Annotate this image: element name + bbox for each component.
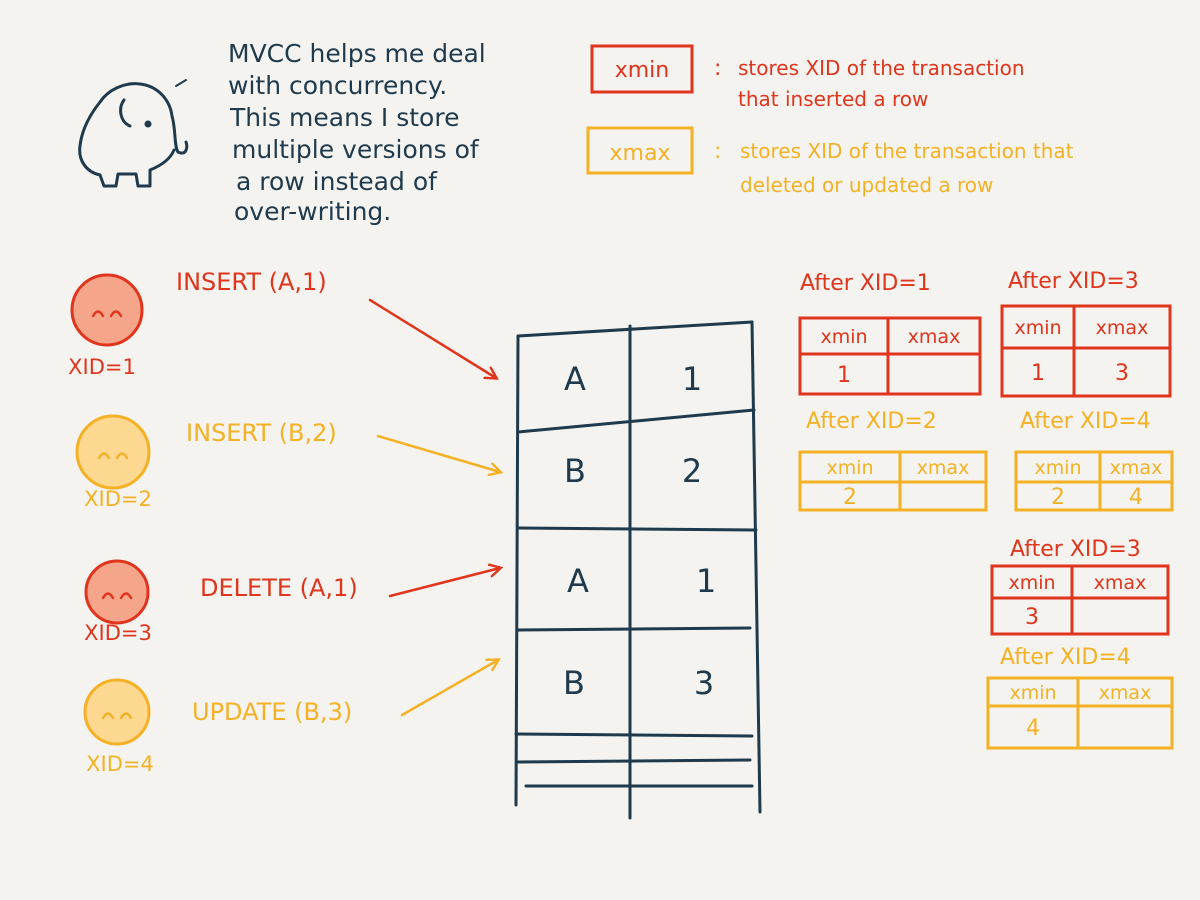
row-version-table: [514, 320, 762, 820]
row-divider-3: [516, 626, 752, 632]
row-divider-4: [514, 732, 754, 738]
snapshot-xmin-header: xmin: [1014, 317, 1061, 339]
operation-label: INSERT (B,2): [186, 419, 337, 447]
cell-col1: B: [563, 664, 585, 702]
snapshot-xmax-header: xmax: [1110, 457, 1163, 479]
snapshot-5: After XID=3 xmin xmax 3: [990, 537, 1170, 636]
cell-col2: 3: [694, 664, 714, 702]
note-line: over-writing.: [234, 197, 391, 226]
snapshot-title: After XID=2: [806, 409, 937, 434]
operation-label: DELETE (A,1): [200, 574, 358, 602]
cell-col2: 1: [682, 360, 702, 398]
face-icon: [84, 559, 150, 625]
snapshot-xmin-value: 2: [843, 485, 857, 510]
elephant-note: MVCC helps me deal with concurrency. This …: [228, 39, 486, 226]
snapshot-title: After XID=1: [800, 271, 931, 296]
snapshot-xmax-header: xmax: [1096, 317, 1149, 339]
snapshot-border: [986, 676, 1174, 750]
face-icon: [83, 678, 151, 746]
transaction-2: XID=2 INSERT (B,2): [75, 414, 337, 511]
cell-col1: A: [567, 562, 589, 600]
snapshot-xmax-value: 3: [1115, 361, 1129, 386]
snapshot-xmax-value: 4: [1129, 485, 1143, 510]
snapshot-border: [798, 316, 982, 396]
operation-label: UPDATE (B,3): [192, 698, 352, 726]
legend-xmin-colon: :: [714, 56, 721, 81]
snapshot-border: [990, 564, 1170, 636]
snapshot-title: After XID=3: [1008, 269, 1139, 294]
arrow-insert-a1: [368, 298, 496, 378]
xid-label: XID=2: [84, 487, 152, 511]
snapshot-xmax-header: xmax: [917, 457, 970, 479]
note-line: a row instead of: [236, 167, 438, 196]
table-top-border: [516, 320, 754, 338]
transaction-4: XID=4 UPDATE (B,3): [83, 678, 352, 776]
xid-label: XID=4: [86, 752, 154, 776]
operation-label: INSERT (A,1): [176, 268, 327, 296]
legend-xmin-box: [590, 44, 694, 94]
operation-arrows: [368, 298, 500, 717]
table-right-border: [750, 320, 762, 814]
snapshot-xmax-header: xmax: [1094, 572, 1147, 594]
cell-col1: B: [564, 452, 586, 490]
legend-xmax-desc-line2: deleted or updated a row: [740, 173, 993, 197]
row-divider-5: [516, 758, 752, 764]
arrow-insert-b2: [376, 434, 500, 472]
note-line: MVCC helps me deal: [228, 39, 486, 68]
snapshot-6: After XID=4 xmin xmax 4: [986, 645, 1174, 750]
legend-xmin-desc-line2: that inserted a row: [738, 87, 928, 111]
snapshot-xmin-header: xmin: [1034, 457, 1081, 479]
note-line: multiple versions of: [232, 135, 480, 164]
legend-xmax-box: [586, 126, 694, 175]
snapshot-xmin-value: 2: [1051, 485, 1065, 510]
cell-col2: 2: [682, 452, 702, 490]
snapshot-title: After XID=4: [1000, 645, 1131, 670]
legend-xmax-label: xmax: [610, 141, 671, 166]
transaction-3: XID=3 DELETE (A,1): [84, 559, 358, 645]
snapshot-xmin-header: xmin: [820, 326, 867, 348]
cell-col1: A: [564, 360, 586, 398]
legend-xmax: xmax : stores XID of the transaction tha…: [586, 126, 1074, 197]
legend-xmax-desc-line1: stores XID of the transaction that: [740, 139, 1074, 163]
arrow-delete-a1: [388, 568, 500, 598]
snapshot-xmin-value: 4: [1026, 716, 1040, 741]
cell-col2: 1: [696, 562, 716, 600]
snapshot-xmin-value: 1: [837, 363, 851, 388]
elephant-icon: [78, 82, 189, 188]
note-line: with concurrency.: [228, 71, 447, 100]
speech-tick: [175, 79, 187, 87]
face-icon: [75, 414, 151, 490]
legend-xmin-label: xmin: [615, 58, 670, 83]
legend-xmin: xmin : stores XID of the transaction tha…: [590, 44, 1025, 111]
snapshot-1: After XID=1 xmin xmax 1: [798, 271, 982, 396]
row-divider-1: [516, 408, 756, 434]
legend-xmin-desc-line1: stores XID of the transaction: [738, 56, 1025, 80]
snapshot-xmax-header: xmax: [1099, 682, 1152, 704]
face-icon: [70, 273, 144, 347]
transaction-list: XID=1 INSERT (A,1) XID=2 INSERT (B,2) XID=3 D…: [68, 268, 358, 776]
row-divider-2: [516, 526, 758, 532]
snapshot-4: After XID=4 xmin xmax 2 4: [1014, 409, 1174, 512]
snapshot-title: After XID=4: [1020, 409, 1151, 434]
table-left-border: [514, 334, 520, 807]
arrow-update-b3: [400, 660, 498, 717]
xid-label: XID=1: [68, 355, 136, 379]
snapshot-xmin-value: 3: [1025, 605, 1039, 630]
note-line: This means I store: [229, 103, 459, 132]
legend-xmax-colon: :: [714, 139, 721, 164]
snapshot-xmin-header: xmin: [1008, 572, 1055, 594]
snapshot-border: [1000, 304, 1172, 398]
transaction-1: XID=1 INSERT (A,1): [68, 268, 327, 379]
snapshot-title: After XID=3: [1010, 537, 1141, 562]
snapshot-3: After XID=2 xmin xmax 2: [798, 409, 988, 512]
snapshot-xmax-header: xmax: [908, 326, 961, 348]
snapshot-xmin-header: xmin: [826, 457, 873, 479]
snapshot-xmin-header: xmin: [1009, 682, 1056, 704]
xid-label: XID=3: [84, 621, 152, 645]
snapshot-xmin-value: 1: [1031, 361, 1045, 386]
snapshot-2: After XID=3 xmin xmax 1 3: [1000, 269, 1172, 398]
